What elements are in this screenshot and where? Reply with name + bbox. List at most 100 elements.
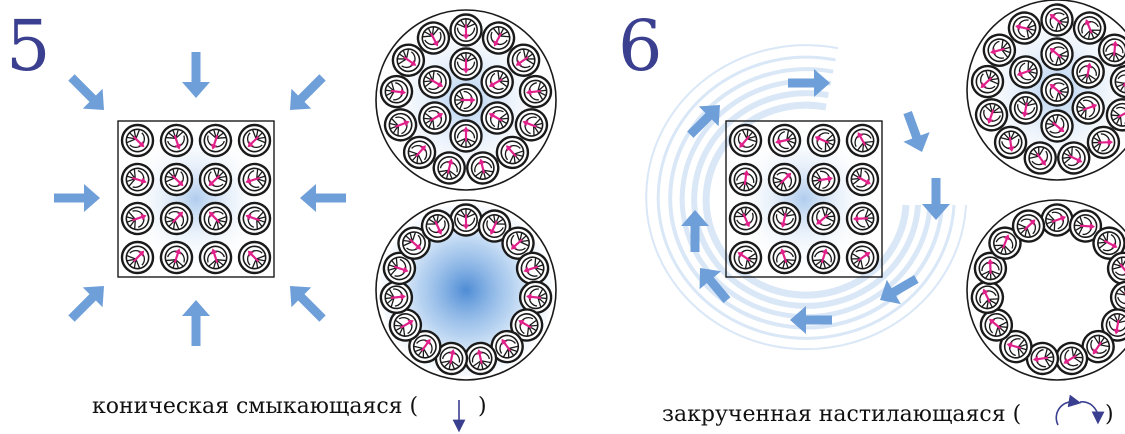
block-arrow-icon [788, 69, 830, 97]
cable-bundle-icon [237, 240, 272, 275]
cable-bundle-icon [495, 135, 530, 170]
cable-bundle-icon [1106, 251, 1125, 286]
cable-bundle-icon [198, 162, 233, 197]
cable-bundle-icon [466, 151, 500, 185]
caption: закрученная настилающаяся ( [662, 402, 1021, 427]
cable-bundle-icon [515, 251, 550, 286]
cable-bundle-icon [1100, 308, 1125, 342]
cable-bundle-icon [988, 226, 1022, 260]
block-arrow-icon [681, 210, 709, 252]
cable-bundle-icon [237, 123, 272, 158]
cable-bundle-icon [198, 240, 233, 275]
caption: коническая смыкающаяся ( [92, 394, 418, 419]
cable-bundle-icon [1040, 73, 1074, 107]
block-arrow-icon [790, 306, 832, 334]
cable-bundle-icon [1011, 209, 1046, 243]
cable-bundle-icon [767, 162, 802, 197]
cable-bundle-icon [970, 280, 1005, 315]
cable-bundle-icon [982, 33, 1017, 67]
cable-bundle-icon [120, 123, 155, 158]
cable-bundle-icon [416, 21, 451, 55]
cable-bundle-icon [1071, 55, 1105, 89]
block-arrow-icon [687, 105, 720, 138]
cable-bundle-icon [1040, 109, 1074, 143]
cable-bundle-icon [159, 162, 194, 197]
cable-bundle-icon [237, 162, 272, 197]
block-arrow-icon [903, 110, 930, 152]
cable-bundle-icon [518, 74, 553, 109]
cable-bundle-icon [970, 64, 1005, 99]
cable-bundle-icon [993, 125, 1028, 160]
panel-6: 6 закрученная настилающаяся ( ) [618, 0, 1125, 427]
cable-bundle-icon [1097, 33, 1125, 67]
cable-bundle-icon [845, 240, 880, 275]
cable-bundle-icon [198, 123, 233, 158]
cable-bundle-icon [1025, 341, 1060, 376]
panel-5: 5 коническая смыкающаяся ( ) [6, 5, 557, 433]
block-arrow-icon [880, 275, 919, 305]
cable-bundle-icon [237, 201, 272, 236]
converging-arrows [54, 52, 346, 346]
cable-bundle-icon [1009, 55, 1043, 89]
cable-bundle-icon [767, 201, 802, 236]
cable-bundle-icon [420, 209, 455, 243]
cable-bundle-icon [1105, 98, 1125, 132]
cable-bundle-icon [379, 280, 414, 315]
cable-bundle-icon [1071, 91, 1105, 125]
cable-bundle-icon [767, 123, 802, 158]
cable-bundle-icon [767, 240, 802, 275]
cable-bundle-icon [480, 65, 514, 99]
swirling-arrows [681, 69, 950, 334]
cable-bundle-icon [418, 65, 452, 99]
cable-bundle-icon [806, 162, 841, 197]
circle-bundle-ring [966, 199, 1125, 381]
square-bundle [725, 120, 883, 278]
cable-bundle-icon [1072, 11, 1107, 45]
circle-bundle-filled [375, 9, 557, 191]
cable-bundle-icon [388, 308, 423, 342]
cable-bundle-icon [1054, 341, 1089, 376]
cable-bundle-icon [806, 201, 841, 236]
cable-bundle-icon [845, 162, 880, 197]
cable-bundle-icon [1086, 125, 1121, 160]
cable-bundle-icon [1007, 11, 1042, 45]
block-arrow-icon [182, 300, 210, 346]
cable-bundle-icon [159, 123, 194, 158]
cable-bundle-icon [397, 226, 431, 260]
cable-bundle-icon [1009, 91, 1043, 125]
cable-bundle-icon [728, 201, 763, 236]
circle-bundle-ring [375, 199, 557, 381]
block-arrow-icon [290, 286, 326, 322]
cable-bundle-icon [806, 240, 841, 275]
block-arrow-icon [182, 52, 210, 98]
block-arrow-icon [699, 268, 731, 304]
cable-bundle-icon [481, 21, 516, 55]
panel-number: 5 [6, 5, 51, 87]
cable-bundle-icon [159, 201, 194, 236]
cable-bundle-icon [383, 108, 418, 142]
cable-bundle-icon [449, 203, 483, 237]
cable-bundle-icon [845, 123, 880, 158]
cable-bundle-icon [198, 201, 233, 236]
cable-bundle-icon [728, 123, 763, 158]
cable-bundle-icon [391, 43, 426, 77]
caption-close: ) [478, 394, 487, 419]
cable-bundle-icon [1081, 329, 1115, 364]
cable-bundle-icon [806, 123, 841, 158]
cable-bundle-icon [1040, 3, 1074, 37]
cable-bundle-icon [480, 101, 514, 135]
swirl-arrows-icon [1055, 394, 1105, 426]
cable-bundle-icon [402, 135, 437, 170]
cable-bundle-icon [1092, 226, 1125, 260]
cable-bundle-icon [449, 13, 483, 47]
cable-bundle-icon [120, 162, 155, 197]
cable-bundle-icon [999, 329, 1033, 364]
cable-bundle-icon [1040, 37, 1074, 71]
cable-bundle-icon [418, 101, 452, 135]
cable-bundle-icon [120, 201, 155, 236]
cable-bundle-icon [477, 209, 512, 243]
cable-bundle-icon [845, 201, 880, 236]
cable-bundle-icon [449, 47, 483, 81]
cable-bundle-icon [449, 83, 483, 117]
cable-bundle-icon [432, 151, 466, 185]
